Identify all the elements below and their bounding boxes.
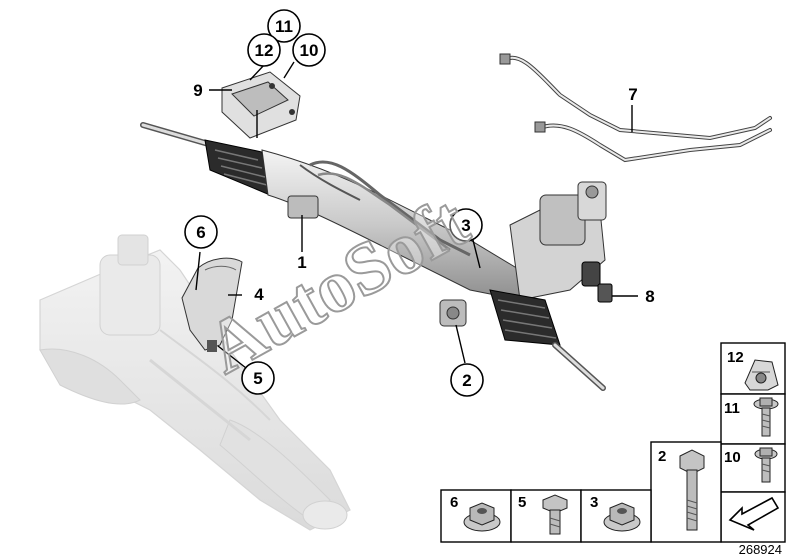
svg-text:12: 12 (255, 41, 274, 60)
callout-6: 6 (184, 215, 218, 249)
svg-text:3: 3 (590, 494, 598, 511)
torx-screw-icon (753, 397, 779, 437)
callout-11: 11 (267, 9, 301, 43)
ghost-steering-rack (39, 234, 351, 531)
svg-text:10: 10 (724, 449, 741, 466)
callout-1: 1 (297, 253, 306, 272)
table-cell-5: 5 (518, 494, 568, 535)
svg-text:6: 6 (450, 494, 458, 511)
callout-9: 9 (193, 81, 202, 100)
heat-shield-bracket (221, 71, 301, 139)
svg-text:2: 2 (462, 371, 471, 390)
svg-text:11: 11 (275, 17, 293, 36)
table-cell-11: 11 (724, 397, 779, 437)
sensor-part (581, 261, 613, 303)
callout-3: 3 (449, 208, 483, 242)
torx-screw-short-icon (754, 447, 778, 483)
direction-arrow-icon (728, 496, 780, 531)
callout-4: 4 (254, 285, 264, 304)
table-cell-12: 12 (727, 349, 779, 391)
table-cell-10: 10 (724, 447, 778, 483)
svg-text:2: 2 (658, 448, 666, 465)
table-cell-3: 3 (590, 494, 641, 532)
svg-text:10: 10 (300, 41, 319, 60)
steering-rack-assembly (140, 122, 607, 391)
speed-nut-clip-icon (744, 359, 779, 391)
svg-text:6: 6 (196, 223, 205, 242)
hex-bolt-short-icon (542, 494, 568, 535)
callout-10: 10 (292, 33, 326, 67)
table-cell-6: 6 (450, 494, 501, 532)
reference-number: 268924 (739, 542, 782, 557)
callout-5: 5 (241, 361, 275, 395)
svg-text:5: 5 (518, 494, 526, 511)
svg-text:12: 12 (727, 349, 744, 366)
svg-text:3: 3 (461, 216, 470, 235)
pressure-lines (499, 53, 772, 163)
flange-nut-icon-2 (603, 502, 641, 532)
callout-8: 8 (645, 287, 654, 306)
flange-nut-icon (463, 502, 501, 532)
callout-12: 12 (247, 33, 281, 67)
svg-text:5: 5 (253, 369, 262, 388)
callout-7: 7 (628, 85, 637, 104)
svg-text:11: 11 (724, 400, 740, 417)
callout-2: 2 (450, 363, 484, 397)
hex-bolt-long-icon (679, 449, 705, 531)
table-cell-2: 2 (658, 448, 705, 531)
